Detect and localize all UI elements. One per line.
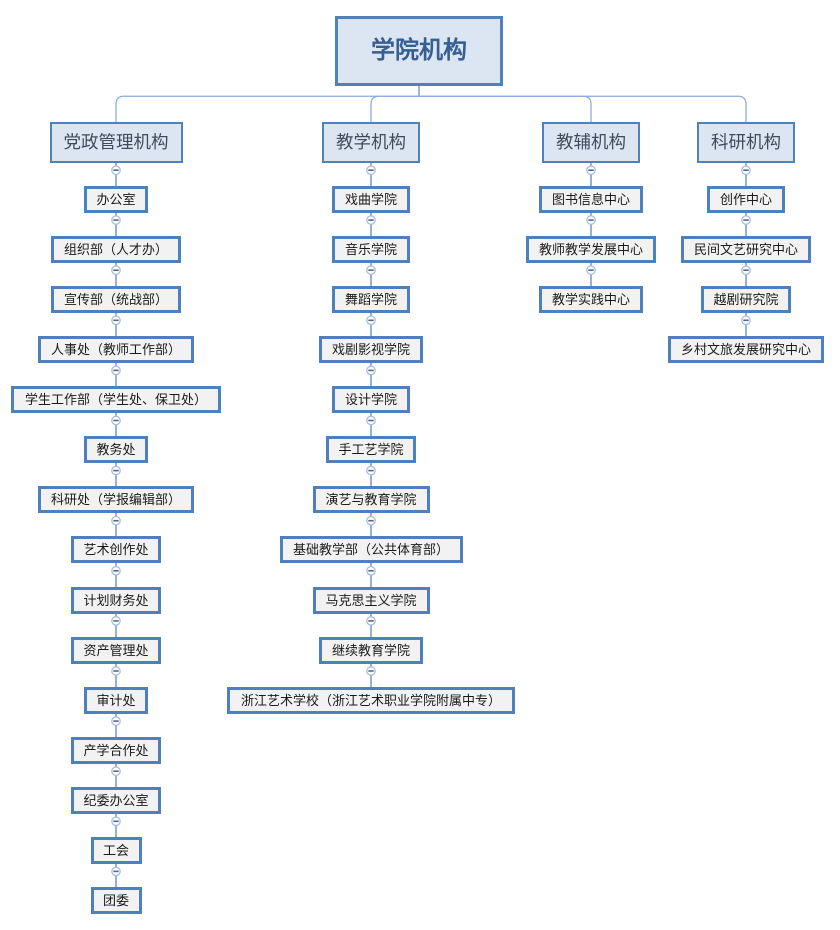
org-node: 演艺与教育学院 xyxy=(312,486,430,514)
org-node: 创作中心 xyxy=(707,185,785,213)
collapse-toggle-button[interactable] xyxy=(366,666,376,676)
collapse-toggle-button[interactable] xyxy=(111,465,121,476)
org-node: 人事处（教师工作部） xyxy=(37,336,195,363)
collapse-toggle-button[interactable] xyxy=(111,816,121,827)
collapse-toggle-button[interactable] xyxy=(111,565,121,576)
collapse-toggle-button[interactable] xyxy=(741,165,751,176)
org-node: 戏曲学院 xyxy=(332,185,410,213)
org-node: 产学合作处 xyxy=(70,736,162,764)
collapse-toggle-button[interactable] xyxy=(111,515,121,526)
collapse-toggle-button[interactable] xyxy=(111,666,121,676)
org-node: 乡村文旅发展研究中心 xyxy=(667,336,825,363)
org-node: 教师教学发展中心 xyxy=(525,235,657,263)
collapse-toggle-button[interactable] xyxy=(366,565,376,576)
org-node: 戏剧影视学院 xyxy=(319,336,423,363)
collapse-toggle-button[interactable] xyxy=(111,716,121,726)
collapse-toggle-button[interactable] xyxy=(366,215,376,225)
org-node: 学生工作部（学生处、保卫处） xyxy=(11,386,221,414)
connector-top xyxy=(418,84,592,123)
org-node: 艺术创作处 xyxy=(70,536,162,564)
org-node: 马克思主义学院 xyxy=(312,586,430,614)
org-node: 教学实践中心 xyxy=(539,285,643,313)
org-node: 民间文艺研究中心 xyxy=(680,235,812,263)
collapse-toggle-button[interactable] xyxy=(586,265,596,276)
org-node: 继续教育学院 xyxy=(319,636,423,664)
org-node: 浙江艺术学校（浙江艺术职业学院附属中专） xyxy=(226,686,516,714)
collapse-toggle-button[interactable] xyxy=(111,415,121,426)
org-node: 审计处 xyxy=(83,686,149,714)
org-node: 资产管理处 xyxy=(70,636,162,664)
collapse-toggle-button[interactable] xyxy=(586,165,596,176)
collapse-toggle-button[interactable] xyxy=(111,616,121,626)
branch-node: 教学机构 xyxy=(322,121,420,163)
org-node: 音乐学院 xyxy=(332,235,410,263)
collapse-toggle-button[interactable] xyxy=(111,866,121,877)
connector-top xyxy=(115,84,420,123)
collapse-toggle-button[interactable] xyxy=(111,365,121,376)
org-node: 团委 xyxy=(90,887,142,915)
collapse-toggle-button[interactable] xyxy=(111,215,121,225)
collapse-toggle-button[interactable] xyxy=(366,515,376,526)
org-node: 办公室 xyxy=(83,185,149,213)
root-node: 学院机构 xyxy=(335,16,503,86)
collapse-toggle-button[interactable] xyxy=(111,265,121,276)
collapse-toggle-button[interactable] xyxy=(111,315,121,326)
org-node: 基础教学部（公共体育部） xyxy=(279,536,463,564)
collapse-toggle-button[interactable] xyxy=(741,265,751,276)
collapse-toggle-button[interactable] xyxy=(111,766,121,777)
collapse-toggle-button[interactable] xyxy=(741,315,751,326)
branch-node: 党政管理机构 xyxy=(49,121,183,163)
collapse-toggle-button[interactable] xyxy=(366,265,376,276)
org-node: 工会 xyxy=(90,837,142,864)
branch-node: 教辅机构 xyxy=(542,121,640,163)
collapse-toggle-button[interactable] xyxy=(366,315,376,326)
collapse-toggle-button[interactable] xyxy=(366,365,376,376)
org-node: 计划财务处 xyxy=(70,586,162,614)
collapse-toggle-button[interactable] xyxy=(366,165,376,176)
collapse-toggle-button[interactable] xyxy=(741,215,751,225)
org-node: 图书信息中心 xyxy=(539,185,643,213)
branch-node: 科研机构 xyxy=(697,121,795,163)
org-node: 宣传部（统战部） xyxy=(50,285,182,313)
collapse-toggle-button[interactable] xyxy=(366,465,376,476)
org-node: 科研处（学报编辑部） xyxy=(37,486,195,514)
org-node: 教务处 xyxy=(83,436,149,464)
org-node: 组织部（人才办） xyxy=(50,235,182,263)
collapse-toggle-button[interactable] xyxy=(366,616,376,626)
org-node: 纪委办公室 xyxy=(70,786,162,814)
org-node: 设计学院 xyxy=(332,386,410,414)
org-node: 舞蹈学院 xyxy=(332,285,410,313)
org-node: 手工艺学院 xyxy=(325,436,417,464)
org-node: 越剧研究院 xyxy=(700,285,792,313)
collapse-toggle-button[interactable] xyxy=(111,165,121,176)
connector-top xyxy=(370,84,420,123)
connector-top xyxy=(418,84,747,123)
collapse-toggle-button[interactable] xyxy=(586,215,596,225)
collapse-toggle-button[interactable] xyxy=(366,415,376,426)
